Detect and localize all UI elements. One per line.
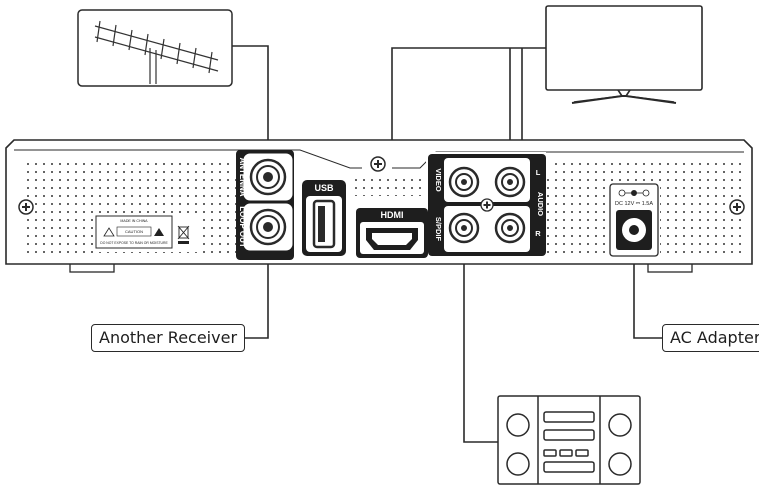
- screw-top-icon: [370, 156, 386, 172]
- television: [545, 5, 703, 104]
- av-screw-icon: [480, 198, 494, 212]
- screw-left-icon: [18, 199, 34, 215]
- spdif-audio-cable: [463, 228, 498, 443]
- spdif-rca-port[interactable]: [448, 212, 480, 244]
- ac-adapter-label: AC Adapter: [662, 324, 759, 352]
- usb-port[interactable]: [312, 199, 336, 249]
- rf-port-block: ANTENNA LOOP OUT: [236, 150, 294, 260]
- dc-power-block: DC 12V ⎓ 1.5A: [609, 183, 659, 257]
- audio-right-rca-port[interactable]: [494, 212, 526, 244]
- hdmi-port[interactable]: [366, 228, 418, 250]
- video-port-label: VIDEO: [434, 168, 443, 192]
- weee-bin-icon: [177, 225, 190, 244]
- antenna-device: [77, 9, 233, 87]
- loop-out-port-label: LOOP OUT: [238, 206, 247, 248]
- usb-port-label: USB: [314, 183, 334, 193]
- dc-power-port[interactable]: [616, 210, 652, 250]
- audio-port-label: AUDIO: [536, 192, 545, 216]
- spdif-port-label: S/PDIF: [434, 217, 443, 242]
- usb-port-block: USB: [302, 180, 346, 256]
- rating-line1: MADE IN CHINA: [120, 219, 148, 223]
- audio-left-rca-port[interactable]: [494, 166, 526, 198]
- receiver-rear-panel: MADE IN CHINA CAUTION DO NOT EXPOSE TO R…: [5, 139, 753, 273]
- dc-input-rating: DC 12V ⎓ 1.5A: [615, 201, 653, 207]
- caution-text: CAUTION: [125, 229, 143, 234]
- audio-left-label: L: [536, 168, 541, 177]
- rating-label: MADE IN CHINA CAUTION DO NOT EXPOSE TO R…: [95, 215, 190, 249]
- video-rca-port[interactable]: [448, 166, 480, 198]
- audio-right-label: R: [535, 229, 541, 238]
- another-receiver-label: Another Receiver: [91, 324, 246, 352]
- hdmi-port-label: HDMI: [381, 210, 404, 220]
- rating-line3: DO NOT EXPOSE TO RAIN OR MOISTURE: [100, 241, 168, 245]
- polarity-icon: [618, 189, 650, 197]
- hdmi-port-block: HDMI: [356, 208, 428, 258]
- loop-out-port[interactable]: [249, 208, 287, 246]
- av-port-block: VIDEO S/PDIF AUDIO L R: [428, 154, 546, 256]
- screw-right-icon: [729, 199, 745, 215]
- antenna-cable: [232, 45, 269, 172]
- antenna-port-label: ANTENNA: [238, 157, 247, 196]
- audio-system: [497, 395, 641, 485]
- power-cable: [633, 230, 662, 339]
- antenna-in-port[interactable]: [249, 158, 287, 196]
